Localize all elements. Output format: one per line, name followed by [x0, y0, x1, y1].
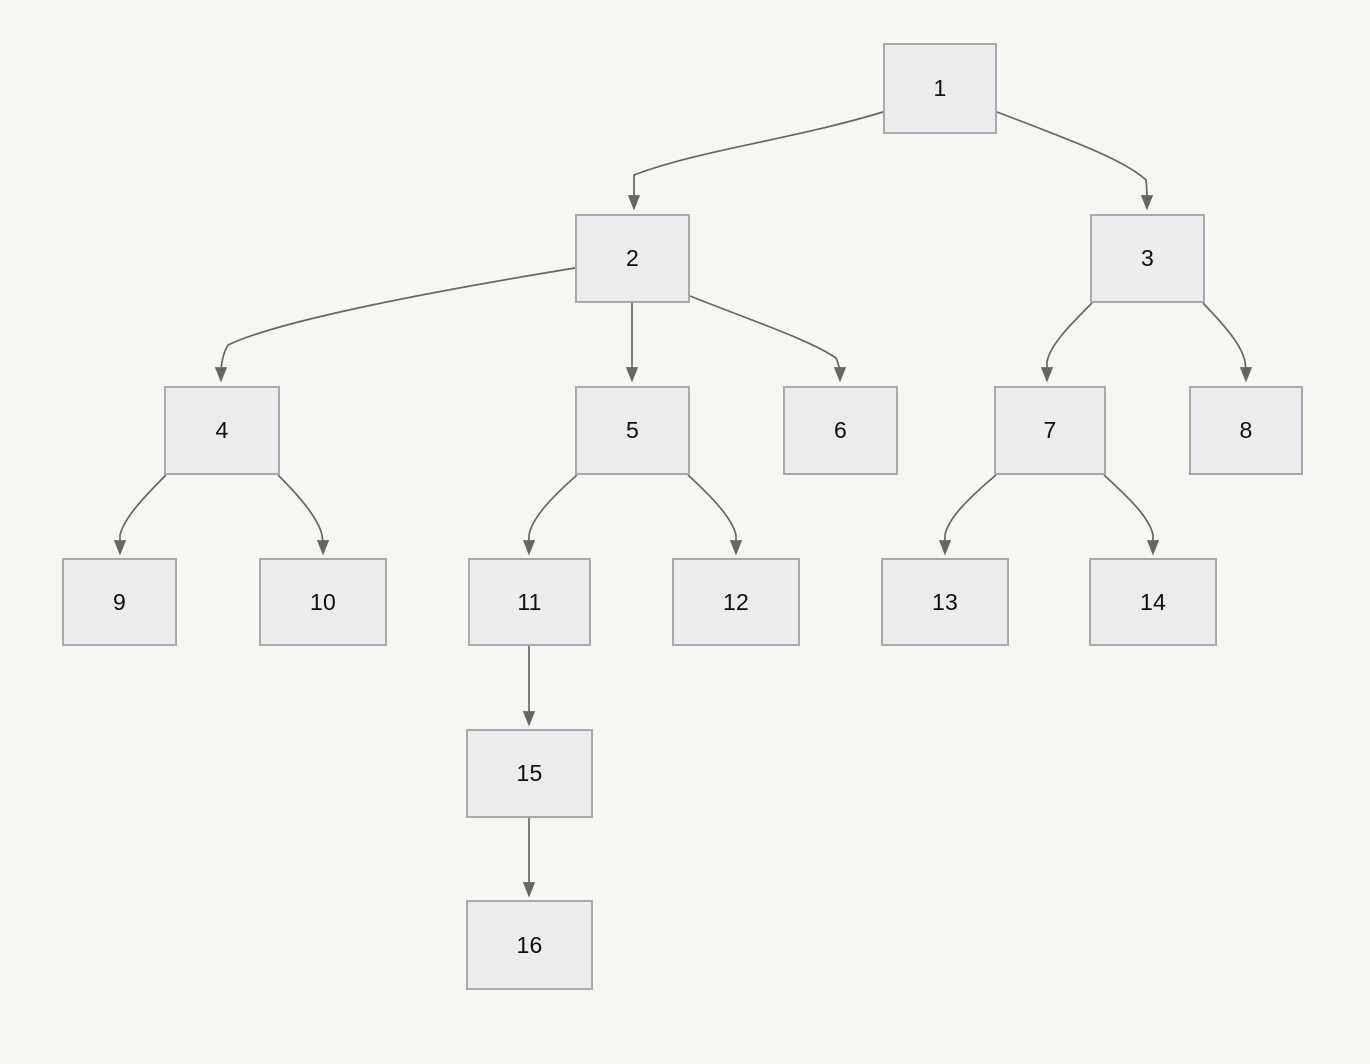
edge-n2-to-n4 [214, 267, 576, 383]
edge-n7-to-n13 [938, 474, 997, 556]
edge-n5-to-n12 [687, 474, 743, 556]
edge-n4-to-n10 [277, 474, 330, 556]
tree-node-10[interactable]: 10 [259, 558, 387, 646]
tree-node-label: 12 [723, 588, 749, 615]
tree-node-4[interactable]: 4 [164, 386, 280, 475]
tree-node-7[interactable]: 7 [994, 386, 1106, 475]
tree-node-2[interactable]: 2 [575, 214, 690, 303]
tree-node-label: 14 [1140, 588, 1166, 615]
tree-node-label: 7 [1043, 417, 1057, 443]
tree-node-15[interactable]: 15 [466, 729, 593, 818]
edge-n7-to-n14 [1103, 474, 1160, 556]
tree-node-1[interactable]: 1 [883, 43, 997, 134]
tree-node-label: 11 [517, 588, 542, 615]
tree-node-label: 10 [310, 588, 336, 615]
tree-node-5[interactable]: 5 [575, 386, 690, 475]
tree-node-14[interactable]: 14 [1089, 558, 1217, 646]
edge-n4-to-n9 [113, 474, 167, 556]
tree-node-label: 13 [932, 588, 958, 615]
tree-node-12[interactable]: 12 [672, 558, 800, 646]
edge-n5-to-n11 [522, 474, 578, 556]
tree-node-label: 3 [1141, 245, 1154, 271]
edge-n1-to-n3 [996, 111, 1154, 211]
edge-n3-to-n8 [1202, 302, 1253, 383]
tree-node-11[interactable]: 11 [468, 558, 591, 646]
tree-node-label: 8 [1239, 417, 1253, 443]
tree-node-label: 6 [834, 417, 847, 443]
tree-node-label: 16 [516, 931, 543, 958]
tree-node-label: 5 [626, 417, 639, 443]
tree-node-label: 2 [626, 245, 639, 271]
tree-node-label: 4 [215, 417, 229, 443]
tree-node-label: 15 [516, 760, 543, 786]
edge-n3-to-n7 [1040, 302, 1093, 383]
tree-node-label: 1 [933, 75, 947, 101]
tree-node-16[interactable]: 16 [466, 900, 593, 990]
tree-node-9[interactable]: 9 [62, 558, 177, 646]
tree-node-3[interactable]: 3 [1090, 214, 1205, 303]
tree-node-6[interactable]: 6 [783, 386, 898, 475]
edge-n1-to-n2 [627, 111, 884, 211]
tree-node-8[interactable]: 8 [1189, 386, 1303, 475]
tree-node-label: 9 [113, 588, 126, 615]
tree-node-13[interactable]: 13 [881, 558, 1009, 646]
edge-n2-to-n6 [689, 295, 847, 383]
